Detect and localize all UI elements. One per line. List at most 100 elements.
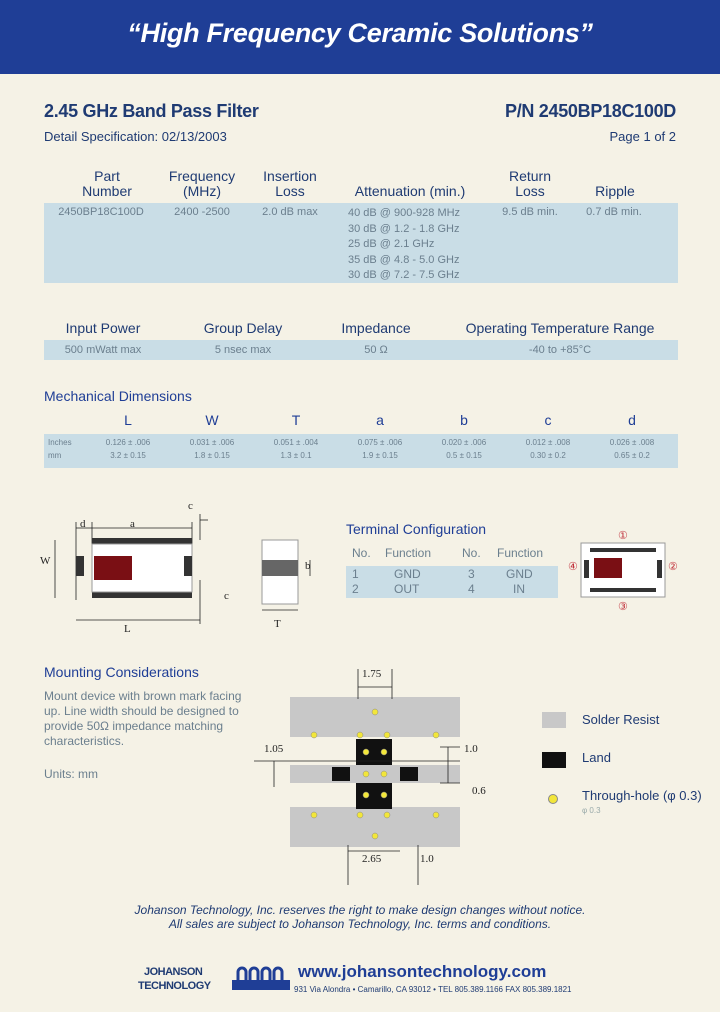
- attenuation-line: 25 dB @ 2.1 GHz: [348, 238, 435, 250]
- header-operating-temp: Operating Temperature Range: [465, 320, 655, 336]
- website-link[interactable]: www.johansontechnology.com: [298, 962, 547, 981]
- solder-resist-swatch: [542, 712, 566, 728]
- col-b: b: [460, 412, 468, 428]
- dim-value: 0.020 ± .006: [441, 438, 487, 447]
- dim-value: 1.9 ± 0.15: [362, 451, 398, 460]
- dim-value: 0.5 ± 0.15: [446, 451, 482, 460]
- logo-wordmark-bottom: TECHNOLOGY: [138, 980, 211, 992]
- dim-value: 0.012 ± .008: [525, 438, 571, 447]
- through-hole-icon: [548, 794, 558, 804]
- dim-value: 0.075 ± .006: [357, 438, 403, 447]
- pin-3-label: ③: [618, 601, 628, 613]
- header-frequency: Frequency (MHz): [168, 168, 236, 199]
- mechanical-dimensions-title: Mechanical Dimensions: [44, 388, 192, 404]
- label-W: W: [40, 555, 51, 567]
- dim-0-6: 0.6: [472, 785, 486, 797]
- dim-1-75: 1.75: [362, 668, 382, 680]
- header-insertion-loss: Insertion Loss: [263, 168, 317, 199]
- attenuation-line: 40 dB @ 900-928 MHz: [348, 207, 461, 219]
- company-address: 931 Via Alondra • Camarillo, CA 93012 • …: [294, 985, 572, 994]
- terminal-pin: 1: [352, 567, 359, 581]
- dim-value: 0.126 ± .006: [105, 438, 151, 447]
- pin-4-label: ④: [568, 561, 578, 573]
- units-note: Units: mm: [44, 767, 98, 781]
- col-d: d: [628, 412, 636, 428]
- terminal-pinout-drawing: [580, 542, 666, 598]
- terminal-function: GND: [394, 567, 421, 581]
- terminal-header-function-2: Function: [497, 546, 544, 560]
- cell-ripple: 0.7 dB min.: [586, 206, 642, 218]
- terminal-function: GND: [506, 567, 533, 581]
- header-part-number: Part Number: [82, 168, 132, 199]
- col-c: c: [544, 412, 552, 428]
- mechanical-table-band: [44, 434, 678, 468]
- header-attenuation: Attenuation (min.): [354, 183, 466, 199]
- terminal-header-no-1: No.: [352, 546, 371, 560]
- mounting-title: Mounting Considerations: [44, 664, 199, 680]
- pin-2-label: ②: [668, 561, 678, 573]
- through-hole-note: φ 0.3: [582, 806, 601, 815]
- cell-impedance: 50 Ω: [364, 344, 388, 356]
- part-number-title: P/N 2450BP18C100D: [504, 101, 676, 121]
- solder-resist-label: Solder Resist: [582, 712, 660, 727]
- attenuation-line: 35 dB @ 4.8 - 5.0 GHz: [348, 253, 460, 266]
- dim-2-65: 2.65: [362, 853, 382, 865]
- spec-date: Detail Specification: 02/13/2003: [44, 129, 227, 144]
- dim-1-0-right: 1.0: [464, 743, 478, 755]
- land-pattern-drawing: [254, 669, 460, 885]
- terminal-pin: 3: [468, 567, 475, 581]
- logo-wordmark-top: JOHANSON: [144, 966, 203, 978]
- mechanical-row-inches: Inches 0.126 ± .006 0.031 ± .006 0.051 ±…: [48, 438, 678, 460]
- label-c-top: c: [188, 500, 193, 512]
- attenuation-line: 30 dB @ 1.2 - 1.8 GHz: [348, 222, 460, 235]
- header-input-power: Input Power: [65, 320, 141, 336]
- col-T: T: [291, 412, 301, 428]
- dim-value: 3.2 ± 0.15: [110, 451, 146, 460]
- terminal-function: IN: [513, 582, 525, 596]
- header-group-delay: Group Delay: [203, 320, 283, 336]
- banner-title: “High Frequency Ceramic Solutions”: [127, 18, 593, 48]
- land-label: Land: [582, 750, 611, 765]
- cell-frequency: 2400 -2500: [174, 206, 230, 218]
- through-hole-label: Through-hole (φ 0.3): [582, 788, 702, 803]
- dim-value: 1.3 ± 0.1: [280, 451, 312, 460]
- terminal-table-band: [346, 566, 558, 598]
- terminal-pin: 2: [352, 582, 359, 596]
- label-a: a: [130, 518, 135, 530]
- terminal-function: OUT: [394, 582, 420, 596]
- pin-1-label: ①: [618, 530, 628, 542]
- mounting-text: Mount device with brown mark facing up. …: [44, 689, 242, 748]
- label-d: d: [80, 518, 86, 530]
- mechanical-column-headers: L W T a b c d: [86, 413, 678, 428]
- cell-operating-temp: -40 to +85°C: [528, 344, 592, 356]
- dim-value: 0.031 ± .006: [189, 438, 235, 447]
- spec-table-band: [44, 203, 678, 283]
- terminal-pin: 4: [468, 582, 475, 596]
- product-title: 2.45 GHz Band Pass Filter: [44, 101, 259, 121]
- row-unit: mm: [48, 451, 62, 460]
- cell-return-loss: 9.5 dB min.: [502, 206, 558, 218]
- dim-value: 1.8 ± 0.15: [194, 451, 230, 460]
- cell-part-number: 2450BP18C100D: [58, 206, 144, 218]
- johanson-logo-icon: [232, 966, 290, 990]
- header-banner: [0, 0, 720, 74]
- row-unit: Inches: [48, 438, 72, 447]
- header-ripple: Ripple: [595, 183, 635, 199]
- col-L: L: [124, 412, 132, 428]
- dim-value: 0.026 ± .008: [609, 438, 655, 447]
- col-a: a: [376, 412, 384, 428]
- footer-terms: All sales are subject to Johanson Techno…: [168, 917, 552, 931]
- terminal-header-function-1: Function: [385, 546, 432, 560]
- header-impedance: Impedance: [341, 320, 411, 336]
- land-swatch: [542, 752, 566, 768]
- page-number: Page 1 of 2: [609, 129, 677, 144]
- label-c-side: c: [224, 590, 229, 602]
- col-W: W: [205, 412, 219, 428]
- cell-insertion-loss: 2.0 dB max: [262, 206, 318, 218]
- attenuation-line: 30 dB @ 7.2 - 7.5 GHz: [348, 269, 460, 281]
- header-return-loss: Return Loss: [508, 168, 552, 199]
- dim-value: 0.30 ± 0.2: [530, 451, 566, 460]
- terminal-header-no-2: No.: [462, 546, 481, 560]
- chip-dimension-drawing: [54, 514, 311, 624]
- footer-disclaimer: Johanson Technology, Inc. reserves the r…: [134, 903, 586, 917]
